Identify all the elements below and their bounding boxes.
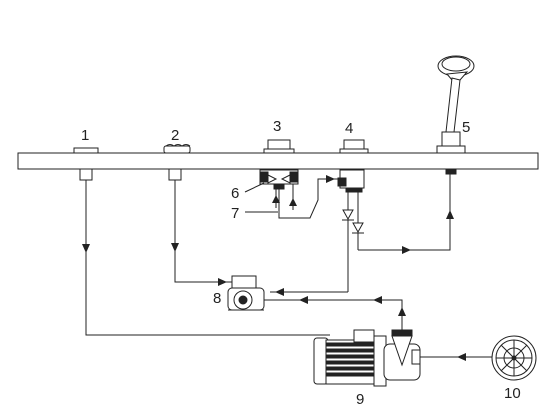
label-9: 9 (356, 391, 364, 408)
label-4: 4 (345, 120, 353, 137)
component-5-hand-shower (436, 55, 475, 175)
label-10: 10 (504, 385, 521, 402)
label-5: 5 (462, 119, 470, 136)
label-1: 1 (81, 127, 89, 144)
component-9-motor-pump (313, 329, 421, 387)
component-10-suction-fitting (491, 335, 537, 381)
label-7: 7 (231, 205, 239, 222)
flow-lines (82, 174, 492, 361)
label-2: 2 (171, 127, 179, 144)
component-4-diverter-handle (337, 139, 369, 193)
leader-6 (244, 182, 265, 193)
label-6: 6 (231, 185, 239, 202)
component-3-mixer-handle (259, 139, 299, 190)
label-3: 3 (273, 118, 281, 135)
label-8: 8 (213, 290, 221, 307)
deck-plate (17, 152, 539, 170)
component-8-air-pump (227, 275, 265, 311)
